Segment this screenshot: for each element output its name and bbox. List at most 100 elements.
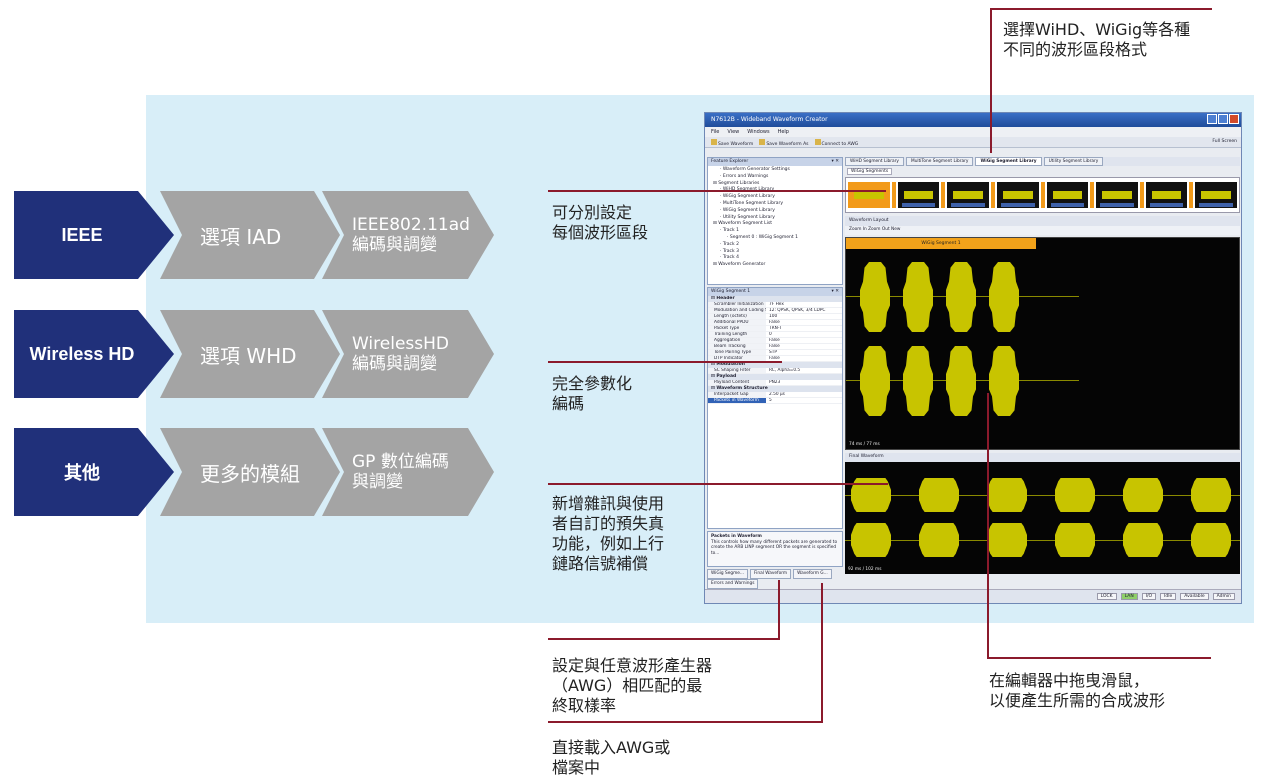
close-icon[interactable]: ▾ ✕ — [831, 159, 839, 164]
tab-multitone-library[interactable]: MultiTone Segment Library — [905, 157, 974, 166]
segment-thumb[interactable] — [996, 182, 1039, 208]
packet-waveform[interactable] — [946, 262, 976, 332]
property-row[interactable]: Length (octets)100 — [708, 314, 842, 320]
property-value[interactable]: RC, Alpha=0.5 — [769, 368, 801, 373]
property-category[interactable]: ⊟ Modulation — [708, 362, 842, 368]
desc-line: IEEE802.11ad — [352, 214, 470, 235]
segment-thumb[interactable] — [1195, 182, 1237, 208]
tree-item[interactable]: · Waveform Generator Settings — [720, 167, 790, 172]
tree-item[interactable]: · Utility Segment Library — [720, 214, 775, 220]
tab-wigig-library[interactable]: WiGig Segment Library — [975, 157, 1042, 166]
packet-waveform[interactable] — [946, 346, 976, 416]
property-value[interactable]: 100 — [769, 314, 778, 319]
bottom-tabs: WiGig Segme... Final Waveform Waveform G… — [707, 569, 843, 579]
leader-line — [548, 361, 782, 363]
segment-thumb[interactable] — [1046, 182, 1089, 208]
segment-thumb[interactable] — [1145, 182, 1188, 208]
menu-help[interactable]: Help — [777, 129, 789, 135]
close-icon[interactable] — [1229, 114, 1239, 124]
property-value[interactable]: 2.50 µs — [769, 392, 785, 397]
tree-item[interactable]: · WiHD Segment Library — [711, 187, 839, 194]
property-category[interactable]: ⊟ Payload — [708, 374, 842, 380]
tree-item[interactable]: · Track 2 — [720, 241, 739, 247]
tree-item[interactable]: · Track 3 — [720, 248, 739, 254]
packet-waveform[interactable] — [989, 346, 1019, 416]
property-category[interactable]: ⊟ Header — [708, 296, 842, 302]
layout-toolbar[interactable]: Zoom In Zoom Out New — [845, 226, 1240, 235]
waveform-editor[interactable]: WiGig Segment 1 74 ms / 77 ms — [845, 237, 1240, 450]
close-icon[interactable]: ▾ ✕ — [831, 289, 839, 294]
tab-final-waveform-view[interactable]: Final Waveform — [845, 453, 1240, 462]
packet-waveform[interactable] — [989, 262, 1019, 332]
tree-item[interactable]: ⊟ Segment Libraries — [713, 180, 760, 186]
full-screen-button[interactable]: Full Screen — [1212, 139, 1237, 144]
tab-waveform-generator[interactable]: Waveform G... — [793, 569, 832, 579]
desc-gp: GP 數位編碼與調變 — [322, 428, 494, 516]
tab-final-waveform[interactable]: Final Waveform — [750, 569, 792, 579]
property-value[interactable]: False — [769, 338, 780, 343]
tree-item[interactable]: · WiGig Segment Library — [720, 194, 775, 200]
tree-item[interactable]: ⊟ Waveform Generator — [713, 262, 766, 268]
menu-view[interactable]: View — [727, 129, 740, 135]
leader-line — [548, 190, 886, 192]
tab-wihd-library[interactable]: WiHD Segment Library — [845, 157, 904, 166]
menu-windows[interactable]: Windows — [747, 129, 770, 135]
category-ieee: IEEE — [14, 191, 174, 279]
library-tabs: WiHD Segment Library MultiTone Segment L… — [845, 157, 1240, 166]
save-waveform-button[interactable]: Save Waveform — [711, 139, 753, 147]
minimize-icon[interactable] — [1207, 114, 1217, 124]
tree-item[interactable]: · Track 4 — [720, 255, 739, 261]
tab-waveform-layout[interactable]: Waveform Layout — [845, 216, 1240, 226]
tab-wigig-segment[interactable]: WiGig Segme... — [707, 569, 748, 579]
property-value[interactable]: 7F Hex — [769, 302, 784, 307]
segment-thumb[interactable] — [947, 182, 989, 208]
packet-waveform[interactable] — [860, 346, 890, 416]
property-value[interactable]: PN23 — [769, 380, 781, 385]
save-waveform-as-button[interactable]: Save Waveform As — [759, 139, 809, 147]
property-value[interactable]: TRN-T — [769, 326, 782, 331]
property-value[interactable]: False — [769, 320, 780, 325]
property-value[interactable]: 12: QPSK, QPSK, 3/4 LDPC — [769, 308, 826, 313]
property-value[interactable]: 5 — [769, 398, 772, 403]
property-value[interactable]: False — [769, 356, 780, 361]
maximize-icon[interactable] — [1218, 114, 1228, 124]
leader-line — [778, 580, 780, 640]
connect-awg-button[interactable]: Connect to AWG — [814, 139, 858, 147]
segment-thumb[interactable] — [897, 182, 940, 208]
property-category[interactable]: ⊟ Waveform Structure — [708, 386, 842, 392]
tree-item[interactable]: ⊟ Waveform Segment List — [713, 221, 773, 227]
panel-title: WiGig Segment 1 — [711, 289, 751, 294]
property-value[interactable]: STP — [769, 350, 777, 355]
packet-waveform[interactable] — [903, 262, 933, 332]
packet-waveform[interactable] — [860, 262, 890, 332]
tree-item[interactable]: · MultiTone Segment Library — [720, 200, 784, 206]
tree-item[interactable]: · Track 1 — [720, 228, 739, 234]
segment-thumb[interactable] — [1096, 182, 1138, 208]
property-key: DTP Indicator — [708, 356, 766, 361]
segment-bar[interactable]: WiGig Segment 1 — [846, 238, 1036, 249]
menu-file[interactable]: File — [711, 129, 720, 135]
menu-bar: File View Windows Help — [705, 127, 1241, 137]
final-packet — [1191, 478, 1231, 512]
property-value[interactable]: False — [769, 344, 780, 349]
property-value[interactable]: 0 — [769, 332, 772, 337]
tree-item[interactable]: · WiGig Segment Library — [720, 207, 775, 213]
tree-item[interactable]: · Segment 0 : WiGig Segment 1 — [727, 234, 798, 240]
segment-thumb[interactable] — [848, 182, 890, 208]
tree-item[interactable]: · Errors and Warnings — [720, 173, 769, 179]
packet-waveform[interactable] — [903, 346, 933, 416]
tab-errors-warnings[interactable]: Errors and Warnings — [707, 579, 759, 589]
tab-utility-library[interactable]: Utility Segment Library — [1043, 157, 1104, 166]
